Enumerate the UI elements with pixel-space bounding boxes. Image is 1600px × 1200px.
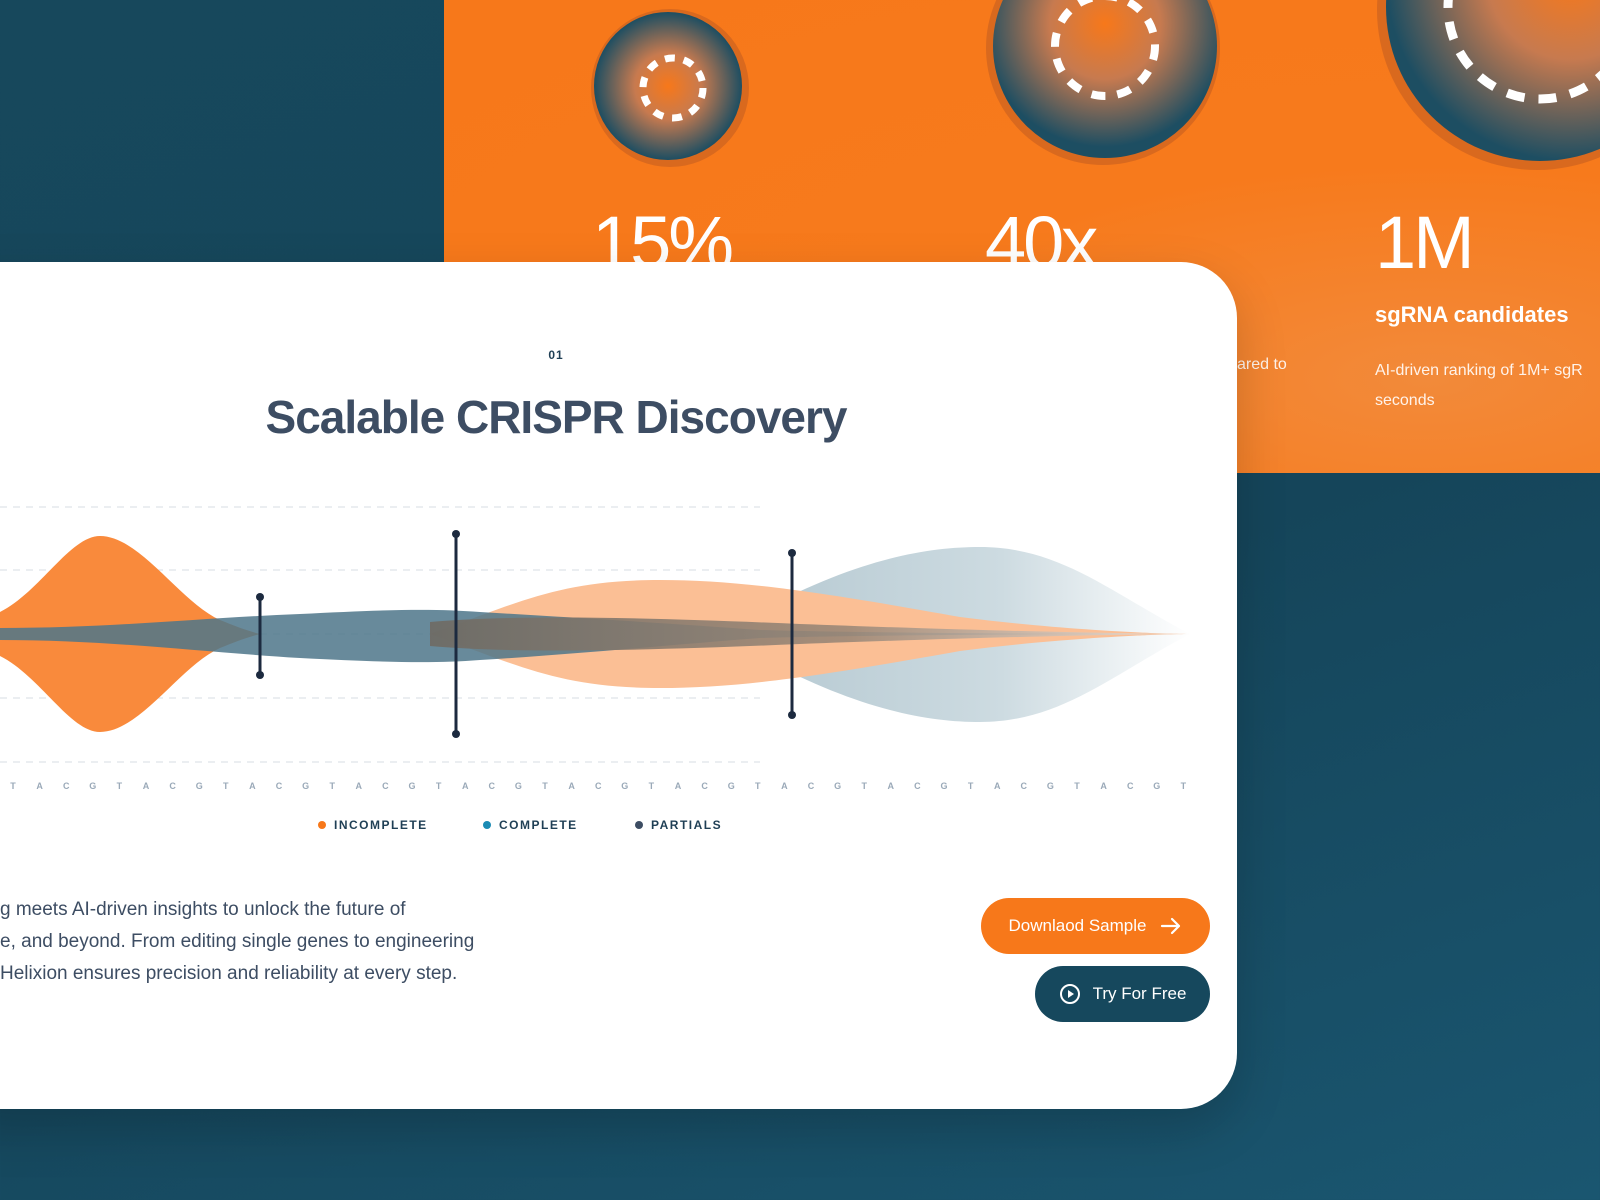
sequence-letter: A — [462, 781, 469, 791]
stat-desc: ared to — [1237, 356, 1287, 373]
legend-partials: PARTIALS — [635, 818, 722, 832]
stat-desc-line: AI-driven ranking of 1M+ sgR — [1375, 362, 1583, 379]
sequence-letter: G — [302, 781, 309, 791]
sequence-letter: C — [1021, 781, 1028, 791]
sequence-letter: A — [36, 781, 43, 791]
marker-lines — [258, 534, 794, 734]
sequence-letter: T — [436, 781, 442, 791]
stat-3: 1M sgRNA candidates AI-driven ranking of… — [1375, 206, 1583, 416]
stat-title: sgRNA candidates — [1375, 302, 1569, 327]
legend-label: PARTIALS — [651, 818, 723, 832]
sequence-letter: A — [568, 781, 575, 791]
section-number: 01 — [548, 348, 564, 362]
circle-target-icon — [591, 9, 749, 167]
sequence-letter: C — [914, 781, 921, 791]
sequence-letter: A — [1100, 781, 1107, 791]
download-sample-button[interactable]: Downlaod Sample — [981, 898, 1210, 954]
overlap-band — [430, 617, 1190, 651]
body-line: g meets AI-driven insights to unlock the… — [0, 899, 406, 920]
sequence-letter: G — [621, 781, 628, 791]
sequence-letter: A — [675, 781, 682, 791]
try-for-free-button[interactable]: Try For Free — [1035, 966, 1210, 1022]
sequence-letter: C — [1127, 781, 1134, 791]
sequence-letter: C — [489, 781, 496, 791]
download-sample-label: Downlaod Sample — [1008, 916, 1147, 935]
sequence-letter: G — [196, 781, 203, 791]
sequence-letter: C — [276, 781, 283, 791]
legend-dot-icon — [635, 821, 643, 829]
legend-complete: COMPLETE — [483, 818, 578, 832]
sequence-letter: C — [595, 781, 602, 791]
body-line: Helixion ensures precision and reliabili… — [0, 963, 458, 984]
sequence-letter: C — [169, 781, 176, 791]
sequence-letter: G — [89, 781, 96, 791]
sequence-letter: T — [755, 781, 761, 791]
sequence-letter: T — [861, 781, 867, 791]
sequence-letter: A — [781, 781, 788, 791]
stat-value: 1M — [1375, 201, 1475, 284]
sequence-letter: G — [834, 781, 841, 791]
sequence-letter: T — [223, 781, 229, 791]
stat-desc-line: seconds — [1375, 392, 1435, 409]
legend-label: INCOMPLETE — [334, 818, 428, 832]
legend-incomplete: INCOMPLETE — [318, 818, 428, 832]
sequence-letter: A — [888, 781, 895, 791]
sequence-letter: G — [1153, 781, 1160, 791]
legend-label: COMPLETE — [499, 818, 578, 832]
arrow-right-icon — [1160, 917, 1182, 935]
sequence-letter: C — [63, 781, 70, 791]
sequence-letter: A — [356, 781, 363, 791]
sequence-letter: T — [1074, 781, 1080, 791]
feature-card: 01 Scalable CRISPR Discovery — [0, 262, 1237, 1109]
legend-dot-icon — [483, 821, 491, 829]
body-line: e, and beyond. From editing single genes… — [0, 931, 475, 952]
legend-dot-icon — [318, 821, 326, 829]
sequence-letter: A — [249, 781, 256, 791]
sequence-letter: A — [994, 781, 1001, 791]
play-circle-icon — [1059, 983, 1081, 1005]
sequence-letter: A — [143, 781, 150, 791]
stat-2-desc: ared to — [1237, 350, 1287, 380]
sequence-letter: T — [1181, 781, 1187, 791]
sequence-letter: T — [542, 781, 548, 791]
sequence-letter: G — [408, 781, 415, 791]
sequence-letter: T — [649, 781, 655, 791]
sequence-letter: G — [728, 781, 735, 791]
sequence-letter: T — [10, 781, 16, 791]
stat-desc: AI-driven ranking of 1M+ sgR seconds — [1375, 356, 1583, 416]
sequence-letter: T — [329, 781, 335, 791]
sequence-letter: T — [117, 781, 123, 791]
sequence-letter: T — [968, 781, 974, 791]
sequence-letter: C — [382, 781, 389, 791]
marker-dots — [256, 530, 796, 738]
sequence-letter: C — [808, 781, 815, 791]
try-for-free-label: Try For Free — [1092, 984, 1187, 1003]
body-paragraph: g meets AI-driven insights to unlock the… — [0, 894, 520, 990]
circle-target-icon — [986, 0, 1220, 165]
sequence-letter: G — [1047, 781, 1054, 791]
card-title: Scalable CRISPR Discovery — [265, 391, 848, 443]
circle-target-icon — [1377, 0, 1600, 170]
sequence-letter: C — [701, 781, 708, 791]
sequence-letter: G — [940, 781, 947, 791]
sequence-letter: G — [515, 781, 522, 791]
